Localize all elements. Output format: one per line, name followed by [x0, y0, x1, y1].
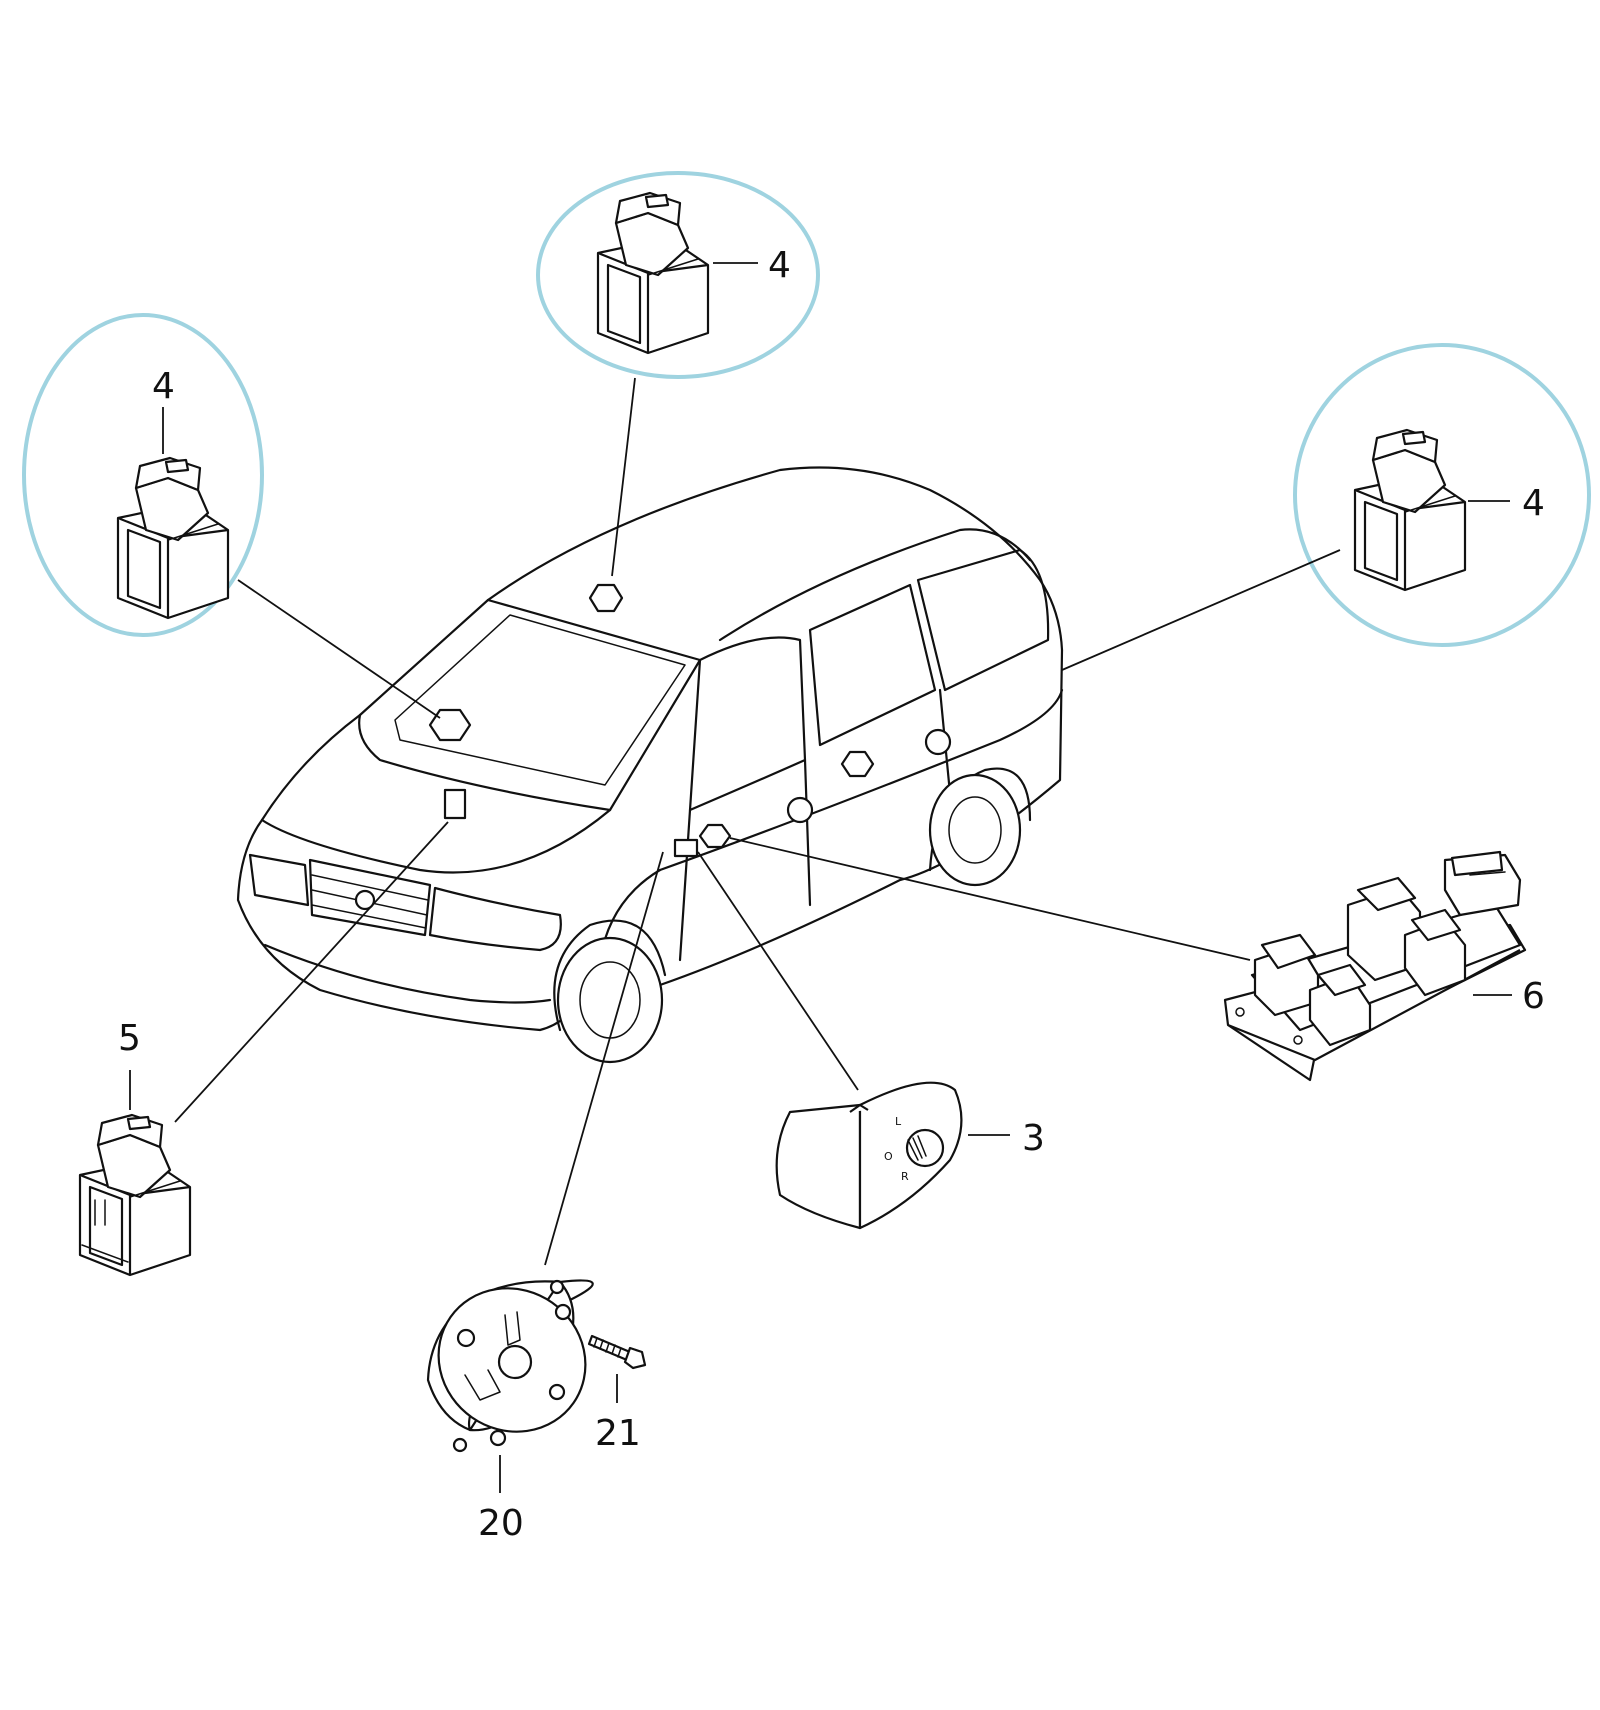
- vehicle-front-door-window: [688, 636, 807, 812]
- window-switch-right: [1353, 428, 1467, 592]
- highlight-circle-right: [1293, 343, 1591, 647]
- vehicle-hood: [260, 713, 612, 874]
- mirror-motor: [426, 1279, 594, 1453]
- location-marker-roof: [588, 583, 624, 613]
- window-switch-single: [78, 1113, 192, 1277]
- location-marker-mirror-control: [673, 838, 699, 858]
- mirror-mark-left: L: [895, 1115, 902, 1128]
- window-switch-left: [116, 456, 230, 620]
- vehicle-grille: [308, 858, 432, 937]
- callout-motor: 20: [478, 1503, 524, 1544]
- vehicle-front-door-seam: [678, 808, 692, 962]
- highlight-circle-top: [536, 171, 820, 379]
- vehicle-outline: [236, 466, 1064, 1064]
- callout-switch-left: 4: [152, 366, 175, 407]
- vehicle-windshield: [358, 598, 702, 812]
- vehicle-grille-slat: [311, 874, 429, 901]
- vehicle-door-handle: [786, 796, 814, 824]
- vehicle-rear-wheel: [928, 767, 1032, 887]
- callout-switch-top: 4: [768, 245, 791, 286]
- window-switch-panel: [1223, 850, 1527, 1082]
- vehicle-windshield-inner: [394, 614, 686, 786]
- vehicle-roof-rail: [718, 528, 1032, 642]
- callout-switch-panel: 6: [1522, 976, 1545, 1017]
- vehicle-side-line: [658, 688, 1064, 872]
- vehicle-rear-side-window: [916, 548, 1050, 692]
- location-marker-dash-center: [443, 788, 467, 820]
- callout-switch-single: 5: [118, 1018, 141, 1059]
- mirror-control-switch: L O R: [775, 1081, 963, 1230]
- highlight-circle-left: [22, 313, 264, 637]
- callout-ticks: [129, 262, 1512, 1493]
- vehicle-roof: [486, 466, 1064, 652]
- vehicle-door-handle: [924, 728, 952, 756]
- vehicle-sliding-door-seam: [803, 758, 812, 907]
- vehicle-headlight-left: [248, 853, 310, 907]
- mounting-screw: [587, 1334, 647, 1370]
- callout-mirror-control: 3: [1022, 1118, 1045, 1159]
- vehicle-badge: [354, 889, 376, 911]
- vehicle-headlight-right: [428, 886, 562, 952]
- mirror-mark-off: O: [884, 1150, 893, 1163]
- callout-switch-right: 4: [1522, 483, 1545, 524]
- mirror-mark-right: R: [901, 1170, 909, 1183]
- vehicle-bumper: [263, 943, 552, 1004]
- vehicle-grille-slat: [311, 904, 427, 929]
- location-marker-sliding-door: [840, 750, 875, 778]
- location-marker-front-door: [698, 823, 732, 849]
- window-switch-top: [596, 191, 710, 355]
- callout-screw: 21: [595, 1413, 641, 1454]
- vehicle-front-wheel: [553, 919, 667, 1064]
- leader-lines: [174, 377, 1341, 1266]
- vehicle-sliding-door-window: [808, 583, 937, 747]
